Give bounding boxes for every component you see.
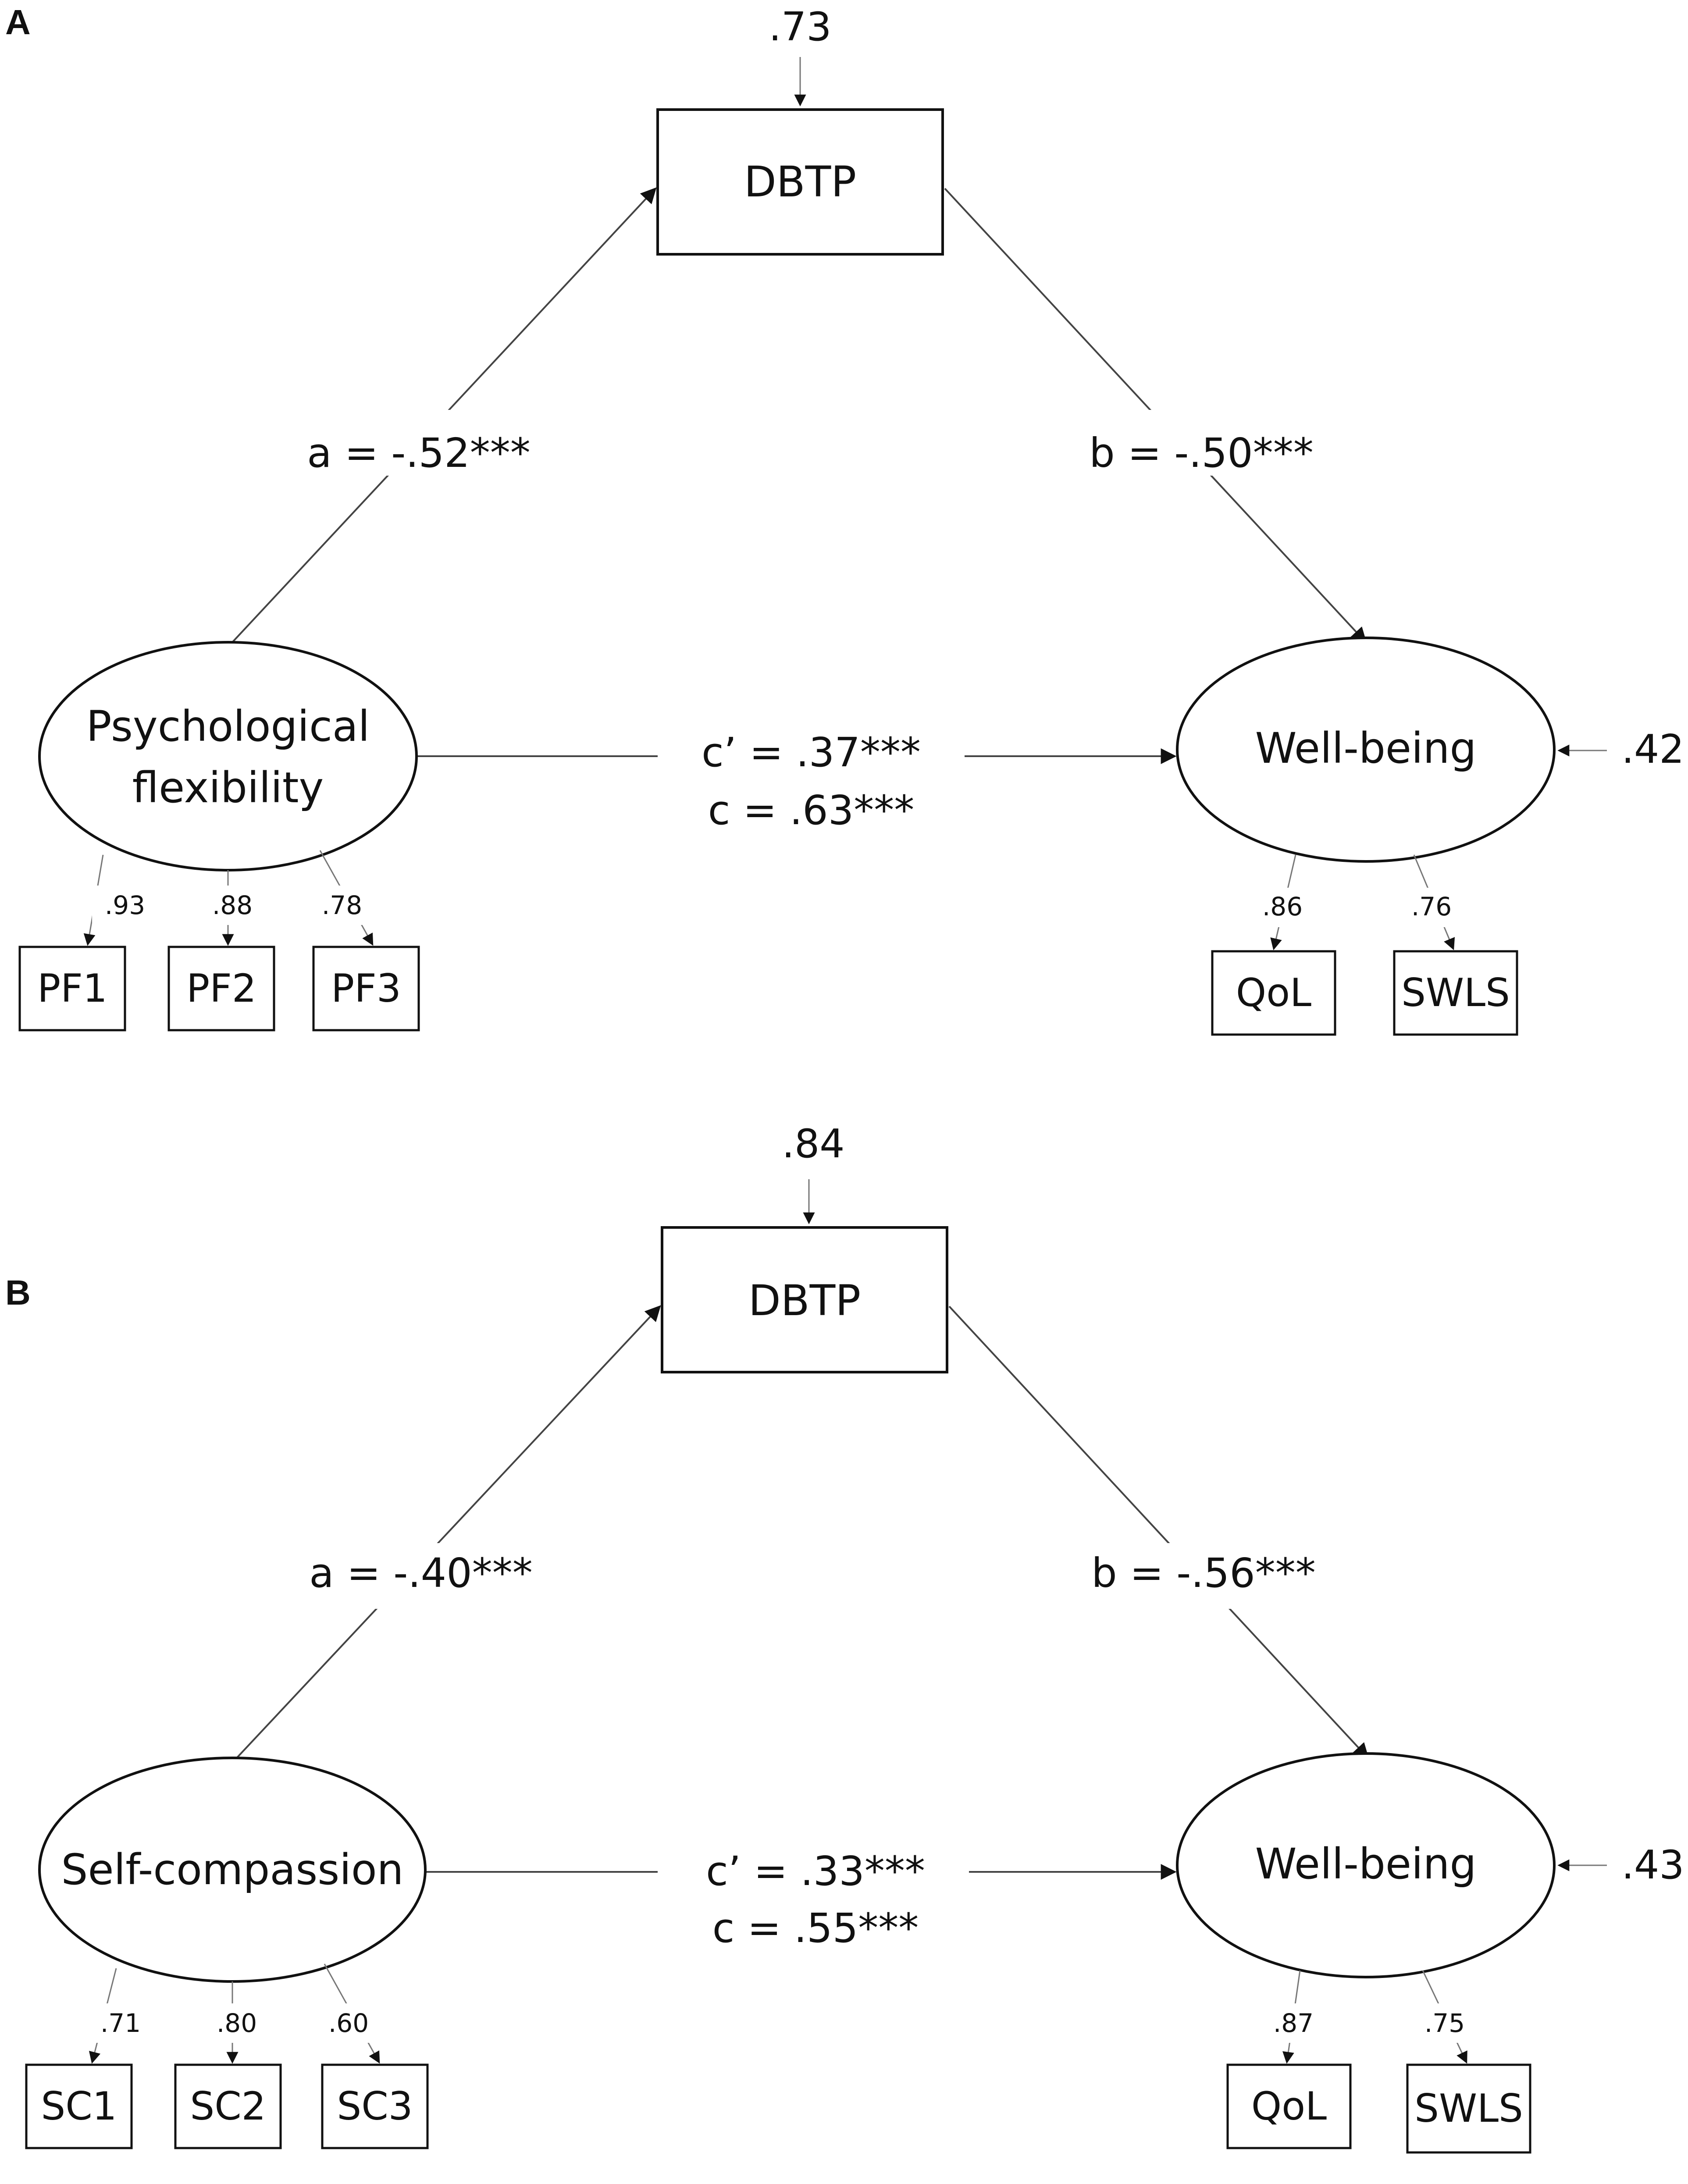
predictor-label-line1: Self-compassion: [61, 1845, 404, 1894]
indicator-box: [167, 946, 275, 1032]
path-a-label: a = -.40***: [309, 1550, 532, 1597]
loading-bg: [320, 2003, 377, 2043]
mediator-label: DBTP: [744, 157, 856, 206]
indicator-loading: .60: [328, 2008, 369, 2038]
indicator-label: SWLS: [1414, 2086, 1523, 2131]
loading-bg: [208, 2003, 265, 2043]
loading-bg: [1265, 2003, 1322, 2043]
indicator-loading: .76: [1411, 892, 1452, 921]
indicator-label: PF1: [37, 966, 107, 1011]
outcome-residual: .43: [1621, 1842, 1684, 1888]
panel-label: A: [5, 3, 31, 42]
loading-bg: [1403, 888, 1460, 927]
predictor-label-line2: flexibility: [132, 763, 324, 812]
loading-bg: [92, 886, 158, 925]
indicator-box: [312, 946, 420, 1032]
indicator-label: QoL: [1251, 2084, 1327, 2129]
outcome-label: Well-being: [1255, 724, 1477, 773]
outcome-label: Well-being: [1255, 1839, 1477, 1889]
indicator-loading: .80: [217, 2008, 257, 2038]
path-a-label: a = -.52***: [307, 430, 530, 477]
indicator-label: PF3: [331, 966, 401, 1011]
indicator-box: [18, 946, 126, 1032]
path-b-label-bg: [1070, 410, 1333, 476]
mediator-box: [661, 1226, 948, 1373]
indicator-label: PF2: [186, 966, 256, 1011]
mediator-residual: .73: [769, 4, 831, 50]
indicator-loading: .93: [105, 890, 145, 920]
mediator-residual: .84: [782, 1121, 844, 1167]
indicator-box: [174, 2063, 282, 2149]
loading-bg: [1416, 2003, 1473, 2043]
mediator-box: [656, 108, 944, 256]
path-a-label-bg: [294, 1543, 539, 1609]
path-b-label: b = -.56***: [1091, 1550, 1315, 1597]
indicator-box: [25, 2063, 133, 2149]
path-c-total-label: c = .55***: [712, 1905, 919, 1952]
indicator-loading: .86: [1262, 892, 1303, 921]
panel-label: B: [5, 1273, 31, 1312]
indicator-loading: .87: [1273, 2008, 1314, 2038]
indicator-label: SC3: [337, 2084, 413, 2129]
indicator-label: SC2: [190, 2084, 266, 2129]
outcome-ellipse: [1176, 1752, 1556, 1978]
mediator-label: DBTP: [748, 1276, 861, 1325]
indicator-box: [1393, 950, 1518, 1036]
indicator-box: [1226, 2063, 1352, 2149]
indicator-box: [1211, 950, 1336, 1036]
panel-b: B DBTP .84 a = -.40*** b = -.56*** c’ = …: [5, 1121, 1684, 2154]
path-a-arrow: [236, 1305, 661, 1759]
path-b-label-bg: [1070, 1543, 1333, 1609]
loading-bg: [316, 886, 373, 925]
indicator-label: QoL: [1236, 970, 1311, 1015]
path-c-label-bg: [658, 1832, 969, 1960]
predictor-ellipse: [38, 641, 418, 871]
path-b-label: b = -.50***: [1089, 430, 1313, 477]
indicator-loading: .78: [322, 890, 362, 920]
outcome-residual: .42: [1621, 726, 1684, 772]
path-c-prime-label: c’ = .33***: [706, 1848, 925, 1895]
panel-a: A DBTP .73 a = -.52*** b = -.50*** c’ = …: [5, 3, 1684, 1036]
path-c-total-label: c = .63***: [708, 787, 914, 834]
indicator-label: SWLS: [1401, 970, 1510, 1015]
path-a-label-bg: [289, 410, 535, 476]
outcome-ellipse: [1176, 637, 1556, 863]
indicator-label: SC1: [41, 2084, 117, 2129]
indicator-loading: .75: [1424, 2008, 1465, 2038]
path-c-label-bg: [658, 715, 965, 837]
loading-bg: [210, 886, 267, 925]
indicator-box: [321, 2063, 429, 2149]
indicator-loading: .71: [100, 2008, 141, 2038]
predictor-label-line1: Psychological: [86, 702, 370, 751]
loading-bg: [92, 2003, 149, 2043]
indicator-box: [1406, 2063, 1531, 2154]
path-c-prime-label: c’ = .37***: [702, 729, 921, 776]
path-b-arrow: [948, 1305, 1369, 1759]
loading-bg: [1254, 888, 1311, 927]
indicator-loading: .88: [212, 890, 253, 920]
